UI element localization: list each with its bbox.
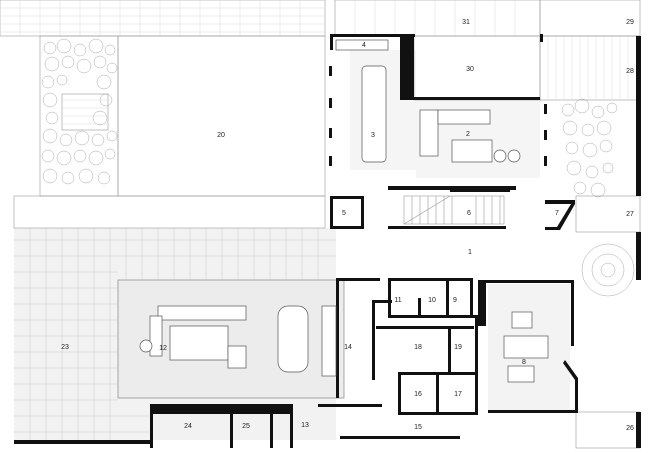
terrace-grid bbox=[14, 228, 336, 440]
room-label-13: 13 bbox=[301, 422, 309, 429]
lawn-outline bbox=[117, 35, 326, 197]
room-label-1: 1 bbox=[468, 249, 472, 256]
room-label-6: 6 bbox=[467, 210, 471, 217]
room-label-11: 11 bbox=[394, 297, 401, 304]
room-label-19: 19 bbox=[454, 344, 462, 351]
top-paving bbox=[0, 0, 326, 37]
room-label-20: 20 bbox=[217, 132, 225, 139]
furniture bbox=[139, 39, 549, 383]
room-label-18: 18 bbox=[414, 344, 422, 351]
room-label-2: 2 bbox=[466, 131, 470, 138]
walls bbox=[14, 34, 641, 448]
room-label-4: 4 bbox=[362, 42, 366, 49]
room-label-23: 23 bbox=[61, 344, 69, 351]
room-label-7: 7 bbox=[555, 210, 559, 217]
room-label-26: 26 bbox=[626, 425, 634, 432]
right-stone-garden bbox=[561, 98, 635, 297]
room-label-8: 8 bbox=[522, 359, 526, 366]
room-label-15: 15 bbox=[414, 424, 422, 431]
room-label-9: 9 bbox=[453, 297, 457, 304]
stone-garden bbox=[39, 35, 119, 197]
room-label-3: 3 bbox=[371, 132, 375, 139]
room-label-5: 5 bbox=[342, 210, 346, 217]
room-label-28: 28 bbox=[626, 68, 634, 75]
room-label-17: 17 bbox=[454, 391, 462, 398]
room-label-10: 10 bbox=[428, 297, 436, 304]
room-label-16: 16 bbox=[414, 391, 422, 398]
room-label-25: 25 bbox=[242, 423, 250, 430]
stair bbox=[403, 195, 505, 225]
room-label-24: 24 bbox=[184, 423, 192, 430]
room-label-30: 30 bbox=[466, 66, 474, 73]
room-label-31: 31 bbox=[462, 19, 470, 26]
room-label-29: 29 bbox=[626, 19, 634, 26]
room-labels: 1 2 3 4 5 6 7 8 9 10 11 12 13 14 15 16 1… bbox=[61, 19, 634, 432]
lawn-edge bbox=[13, 195, 326, 229]
room-label-27: 27 bbox=[626, 211, 634, 218]
room-label-14: 14 bbox=[344, 344, 352, 351]
room-label-12: 12 bbox=[159, 345, 167, 352]
zones bbox=[14, 50, 570, 440]
